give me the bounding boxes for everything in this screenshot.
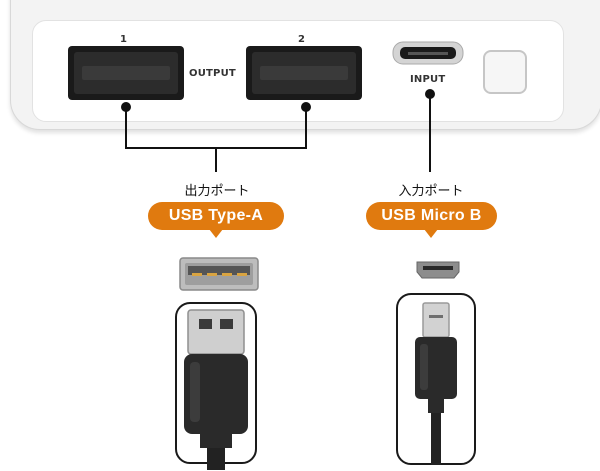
micro-usb-plug-icon bbox=[396, 293, 476, 465]
output-tag-pointer bbox=[209, 229, 223, 238]
input-port-label: 入力ポート bbox=[398, 184, 464, 199]
usb-a-plug-icon bbox=[175, 302, 257, 470]
usb-a-port-icon bbox=[68, 46, 184, 100]
micro-usb-receptacle-icon bbox=[416, 261, 460, 279]
power-button-icon bbox=[483, 50, 527, 94]
output-type-tag: USB Type-A bbox=[148, 202, 284, 230]
input-type-tag: USB Micro B bbox=[366, 202, 497, 230]
output-port-label: 出力ポート bbox=[184, 184, 250, 199]
input-label: INPUT bbox=[410, 74, 446, 85]
micro-usb-port-icon bbox=[392, 41, 464, 65]
output-leader-line bbox=[121, 102, 311, 172]
input-tag-pointer bbox=[424, 229, 438, 238]
output-label: OUTPUT bbox=[189, 68, 236, 79]
usb-a-receptacle-icon bbox=[179, 257, 259, 291]
port-2-number: 2 bbox=[298, 34, 306, 45]
port-1-number: 1 bbox=[120, 34, 128, 45]
usb-a-port-icon bbox=[246, 46, 362, 100]
input-leader-line bbox=[425, 89, 435, 172]
